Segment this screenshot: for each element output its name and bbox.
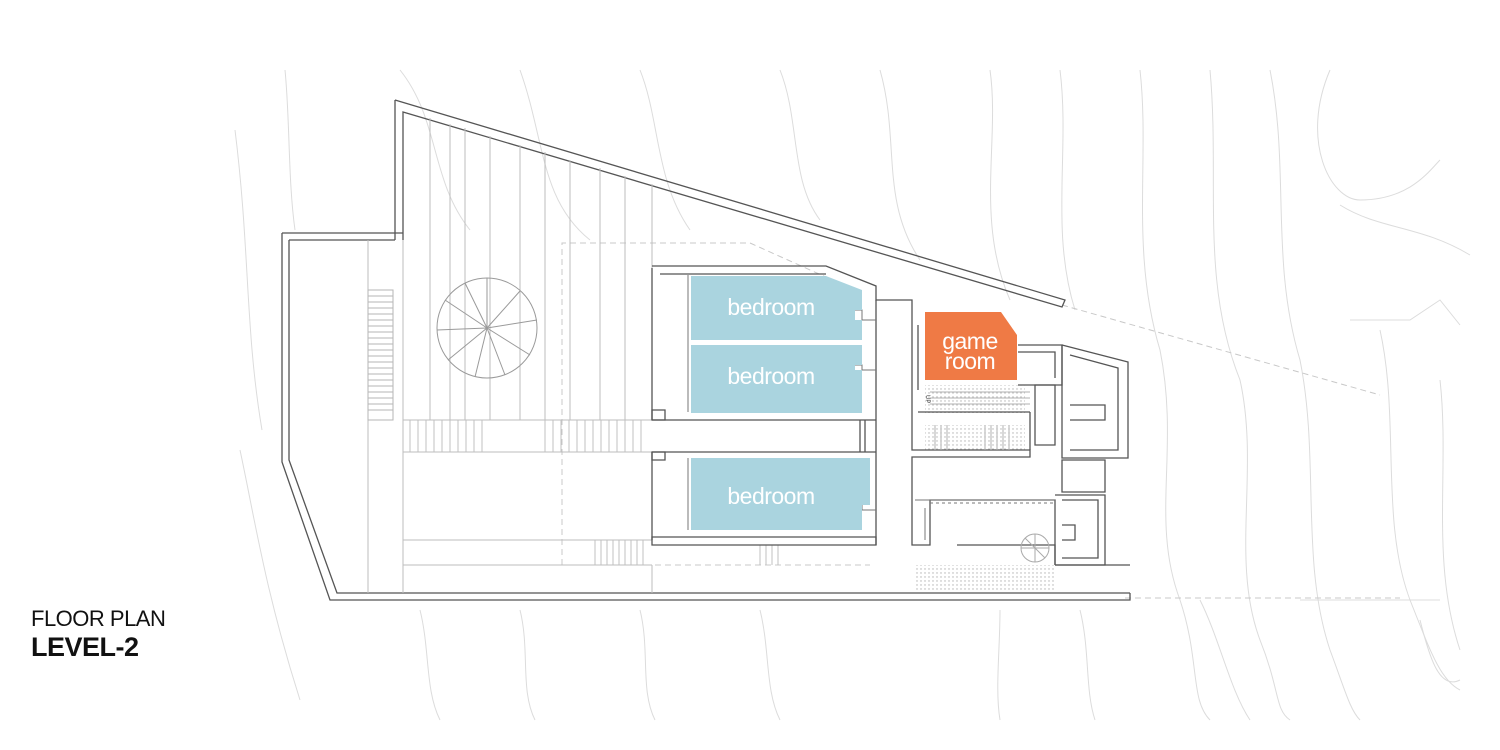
- door-swing: [1020, 533, 1050, 563]
- exterior-walls: [281, 99, 1131, 601]
- stairs-west: [367, 289, 394, 421]
- plan-title: FLOOR PLAN: [31, 606, 166, 631]
- plan-level: LEVEL-2: [31, 632, 139, 662]
- bedroom-1-fill: [691, 276, 862, 340]
- corridor-hatching: [409, 420, 779, 565]
- stairs-core: [930, 391, 1030, 450]
- bedroom-3-fill: [691, 458, 870, 530]
- plan-title-block: FLOOR PLAN LEVEL-2: [31, 606, 166, 662]
- game-room-label: game room: [930, 328, 1010, 374]
- game-room-label-line2: room: [944, 348, 996, 374]
- game-room-label-line1: game: [942, 328, 998, 354]
- bedroom-label-1: bedroom: [727, 294, 815, 320]
- interior-walls: [651, 265, 1130, 566]
- bedroom-2-fill: [691, 345, 862, 413]
- dotted-floor-area: [915, 385, 1055, 592]
- roof-projection-lines: [561, 242, 1400, 599]
- terrain-contours: [234, 69, 1471, 721]
- game-room-fill: [925, 312, 1017, 380]
- terrace-lines: [367, 118, 653, 593]
- bedroom-label-3: bedroom: [727, 483, 815, 509]
- up-mark: UP: [924, 395, 930, 403]
- bedroom-label-2: bedroom: [727, 363, 815, 389]
- spiral-stair: [436, 277, 538, 379]
